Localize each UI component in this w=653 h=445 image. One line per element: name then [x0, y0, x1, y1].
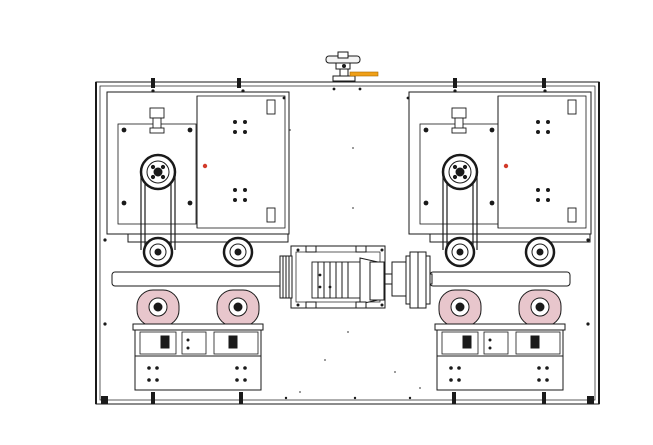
left-pink-rollers	[136, 289, 260, 327]
frame-feet	[101, 78, 594, 404]
center-motor	[279, 245, 386, 309]
gearbox-brackets	[149, 99, 577, 223]
shaft-coupling	[391, 251, 431, 309]
motor-bolts	[296, 248, 384, 307]
center-marks	[289, 129, 421, 393]
left-belt	[140, 172, 176, 250]
right-lower-pulleys	[444, 236, 556, 268]
indicator-lights	[202, 163, 509, 169]
handwheel-assembly	[325, 51, 379, 82]
main-frame	[95, 81, 600, 405]
right-upper-pulley	[441, 153, 479, 191]
right-belt	[442, 172, 478, 250]
right-gearbox	[408, 91, 592, 243]
base-bolts	[147, 338, 549, 400]
left-gearbox	[106, 91, 290, 243]
bolt-patterns	[103, 87, 590, 326]
left-lower-pulleys	[142, 236, 254, 268]
right-pink-rollers	[438, 289, 562, 327]
left-base-block	[132, 323, 264, 391]
left-upper-pulley	[139, 153, 177, 191]
lock-lever	[349, 71, 379, 77]
